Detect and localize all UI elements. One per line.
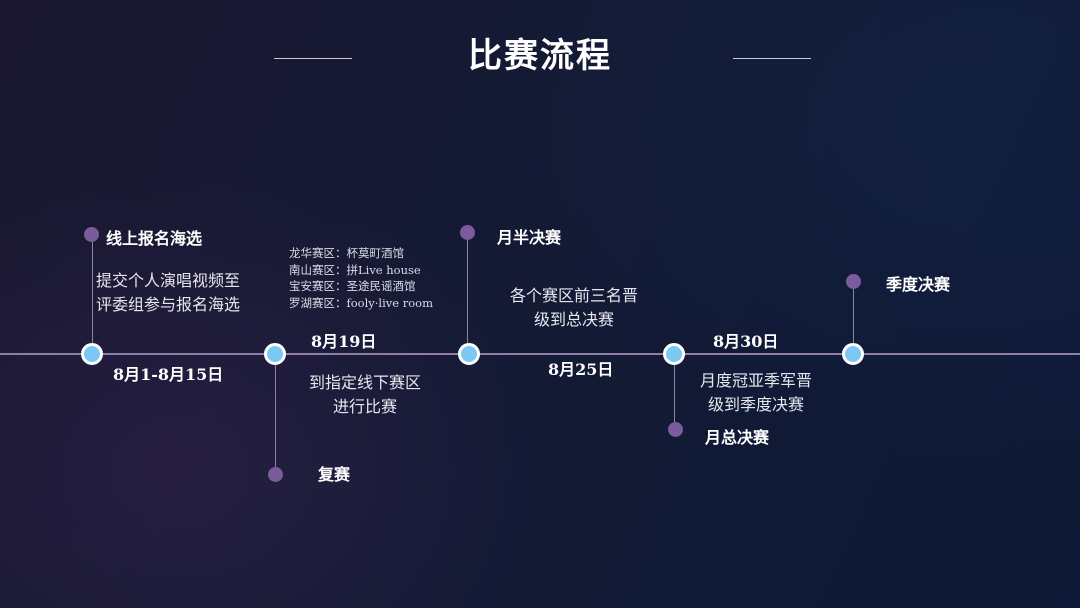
stage-3-name: 月半决赛 bbox=[497, 228, 562, 247]
stage-3-description: 各个赛区前三名晋 级到总决赛 bbox=[498, 284, 650, 332]
stage-5-name: 季度决赛 bbox=[886, 275, 951, 294]
stage-2-name: 复赛 bbox=[318, 465, 351, 484]
stage-1-marker-dot bbox=[84, 227, 99, 242]
stage-3-desc-line: 级到总决赛 bbox=[533, 310, 614, 329]
stage-4-date: 8月30日 bbox=[713, 332, 779, 351]
stage-1-node bbox=[81, 343, 103, 365]
stage-3-connector bbox=[467, 234, 468, 354]
stage-1-connector bbox=[92, 236, 93, 354]
stage-2-description: 到指定线下赛区 进行比赛 bbox=[290, 371, 440, 419]
stage-4-desc-line: 级到季度决赛 bbox=[707, 395, 804, 414]
stage-3-desc-line: 各个赛区前三名晋 bbox=[509, 286, 638, 305]
stage-1-description: 提交个人演唱视频至 评委组参与报名海选 bbox=[96, 269, 256, 317]
stage-4-marker-dot bbox=[668, 422, 683, 437]
stage-2-node bbox=[264, 343, 286, 365]
stage-1-desc-line: 提交个人演唱视频至 bbox=[96, 271, 241, 290]
stage-3-node bbox=[458, 343, 480, 365]
stage-4-description: 月度冠亚季军晋 级到季度决赛 bbox=[686, 369, 826, 417]
stage-1-desc-line: 评委组参与报名海选 bbox=[96, 295, 241, 314]
stage-3-marker-dot bbox=[460, 225, 475, 240]
title-divider-right bbox=[733, 58, 811, 59]
stage-1-name: 线上报名海选 bbox=[106, 229, 203, 248]
page-title: 比赛流程 bbox=[468, 36, 612, 76]
stage-2-desc-line: 到指定线下赛区 bbox=[308, 373, 421, 392]
stage-2-desc-line: 进行比赛 bbox=[332, 397, 397, 416]
venue-item: 罗湖赛区：fooly·live room bbox=[289, 295, 433, 310]
stage-2-marker-dot bbox=[268, 467, 283, 482]
timeline-axis bbox=[0, 353, 1080, 355]
title-divider-left bbox=[274, 58, 352, 59]
venue-item: 南山赛区：拼Live house bbox=[289, 262, 421, 277]
stage-5-node bbox=[842, 343, 864, 365]
stage-5-connector bbox=[853, 282, 854, 354]
stage-3-date: 8月25日 bbox=[548, 360, 614, 379]
stage-5-marker-dot bbox=[846, 274, 861, 289]
stage-4-connector bbox=[674, 354, 675, 430]
stage-4-desc-line: 月度冠亚季军晋 bbox=[699, 371, 812, 390]
stage-1-date: 8月1-8月15日 bbox=[113, 365, 224, 384]
stage-4-name: 月总决赛 bbox=[705, 428, 770, 447]
stage-2-venue-list: 龙华赛区：杯莫町酒馆 南山赛区：拼Live house 宝安赛区：圣途民谣酒馆 … bbox=[289, 245, 433, 311]
stage-4-node bbox=[663, 343, 685, 365]
stage-2-date: 8月19日 bbox=[311, 332, 377, 351]
venue-item: 龙华赛区：杯莫町酒馆 bbox=[289, 246, 404, 260]
stage-2-connector bbox=[275, 354, 276, 474]
venue-item: 宝安赛区：圣途民谣酒馆 bbox=[289, 279, 416, 293]
